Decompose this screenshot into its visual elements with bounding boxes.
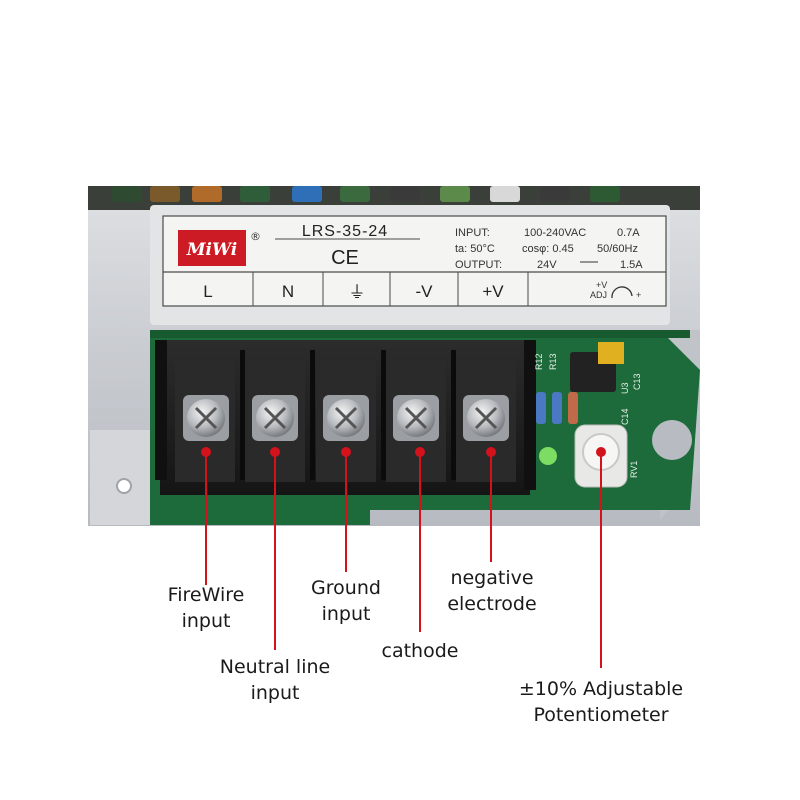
resistor — [536, 392, 546, 424]
leader-firewire — [201, 447, 211, 585]
pcb-marking-r12: R12 — [534, 353, 544, 370]
pcb-marking-c13: C13 — [632, 373, 642, 390]
mounting-hole — [116, 478, 132, 494]
screw-terminals — [183, 395, 509, 441]
screw-plus-v — [463, 395, 509, 441]
spec-output-label: OUTPUT: — [455, 259, 502, 271]
spec-output-voltage: 24V — [537, 259, 557, 271]
brand-logo-text: MiWi — [186, 240, 238, 260]
top-vents — [112, 186, 620, 202]
callout-line: negative — [450, 567, 534, 589]
callout-line: FireWire — [167, 584, 245, 606]
screw-ground — [323, 395, 369, 441]
leader-ground — [341, 447, 351, 572]
screw-l — [183, 395, 229, 441]
spec-input-value: 100-240VAC — [524, 227, 586, 239]
registered-mark: ® — [250, 230, 261, 243]
callout-line: Neutral line — [219, 656, 331, 678]
callout-line: input — [181, 610, 231, 632]
callout-line: input — [321, 603, 371, 625]
screw-n — [252, 395, 298, 441]
callout-firewire-input: FireWire input — [146, 582, 266, 634]
label-plate: MiWi ® LRS-35-24 CE INPUT: 100-240VAC 0.… — [150, 205, 670, 325]
green-led-icon — [539, 447, 557, 465]
callout-line: electrode — [447, 593, 537, 615]
callout-leaders — [201, 447, 606, 668]
pcb-marking-rv1: RV1 — [629, 461, 639, 478]
adjust-label-top: +V — [596, 280, 607, 290]
spec-input-label: INPUT: — [455, 227, 490, 239]
terminal-label-n: N — [282, 282, 294, 301]
callout-line: Ground — [311, 577, 381, 599]
pcb-marking-u3: U3 — [620, 382, 630, 394]
resistor — [552, 392, 562, 424]
leader-neutral — [270, 447, 280, 650]
resistor — [568, 392, 578, 424]
callout-line: cathode — [381, 640, 459, 662]
model-number: LRS-35-24 — [302, 223, 388, 240]
spec-input-current: 0.7A — [617, 227, 640, 239]
callout-line: Potentiometer — [533, 704, 669, 726]
pcb-marking-c14: C14 — [620, 408, 630, 425]
adjust-arrow-icon — [611, 286, 633, 299]
ce-mark: CE — [331, 247, 359, 269]
leader-cathode — [415, 447, 425, 632]
terminal-label-minus-v: -V — [416, 282, 434, 301]
callout-line: ±10% Adjustable — [518, 678, 684, 700]
screw-minus-v — [393, 395, 439, 441]
terminal-label-ground: ⏚ — [349, 283, 366, 302]
terminal-label-plus-v: +V — [482, 282, 504, 301]
adjust-label-bottom: ADJ — [590, 290, 607, 300]
callout-adjustable-potentiometer: ±10% Adjustable Potentiometer — [501, 676, 701, 728]
spec-output-current: 1.5A — [620, 259, 643, 271]
pcb-marking-r13: R13 — [548, 353, 558, 370]
callout-cathode: cathode — [360, 638, 480, 664]
adjust-label-plus: + — [636, 290, 641, 300]
spec-cos-value: cosφ: 0.45 — [522, 243, 574, 255]
spec-table: INPUT: 100-240VAC 0.7A ta: 50°C cosφ: 0.… — [455, 227, 643, 271]
terminal-label-l: L — [203, 282, 212, 301]
callout-neutral-line-input: Neutral line input — [200, 654, 350, 706]
leader-potentiometer — [596, 447, 606, 668]
adjust-label: +V ADJ + — [590, 280, 641, 300]
spec-frequency: 50/60Hz — [597, 243, 638, 255]
leader-negative — [486, 447, 496, 562]
yellow-capacitor — [598, 342, 624, 364]
electrolytic-capacitor — [652, 420, 692, 460]
callout-negative-electrode: negative electrode — [427, 565, 557, 617]
brand-logo — [178, 230, 246, 266]
spec-ta-label: ta: 50°C — [455, 243, 495, 255]
callout-line: input — [250, 682, 300, 704]
callout-ground-input: Ground input — [286, 575, 406, 627]
